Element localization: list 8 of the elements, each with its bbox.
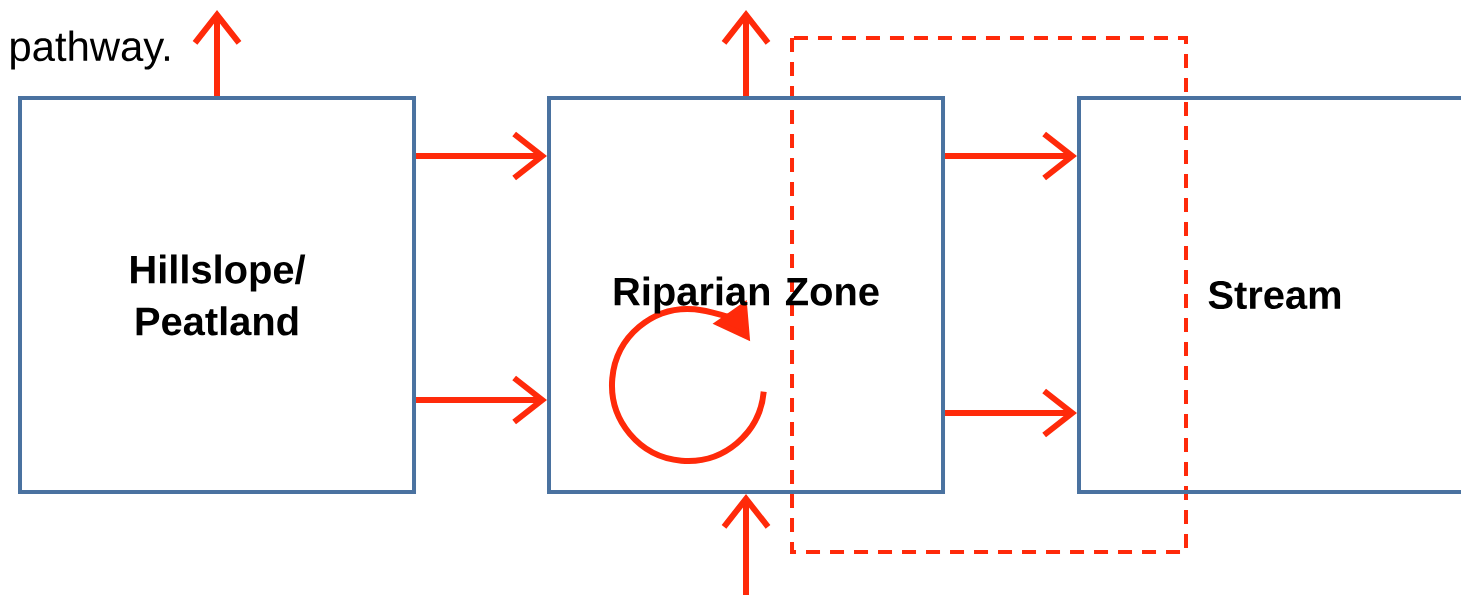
process-box: Hillslope/ Peatland — [18, 96, 416, 494]
arrow — [416, 375, 547, 425]
arrow — [721, 494, 771, 595]
process-box: Stream — [1077, 96, 1461, 494]
arrow — [416, 131, 547, 181]
process-box: Riparian Zone — [547, 96, 945, 494]
arrow — [945, 131, 1077, 181]
arrow — [945, 388, 1077, 438]
